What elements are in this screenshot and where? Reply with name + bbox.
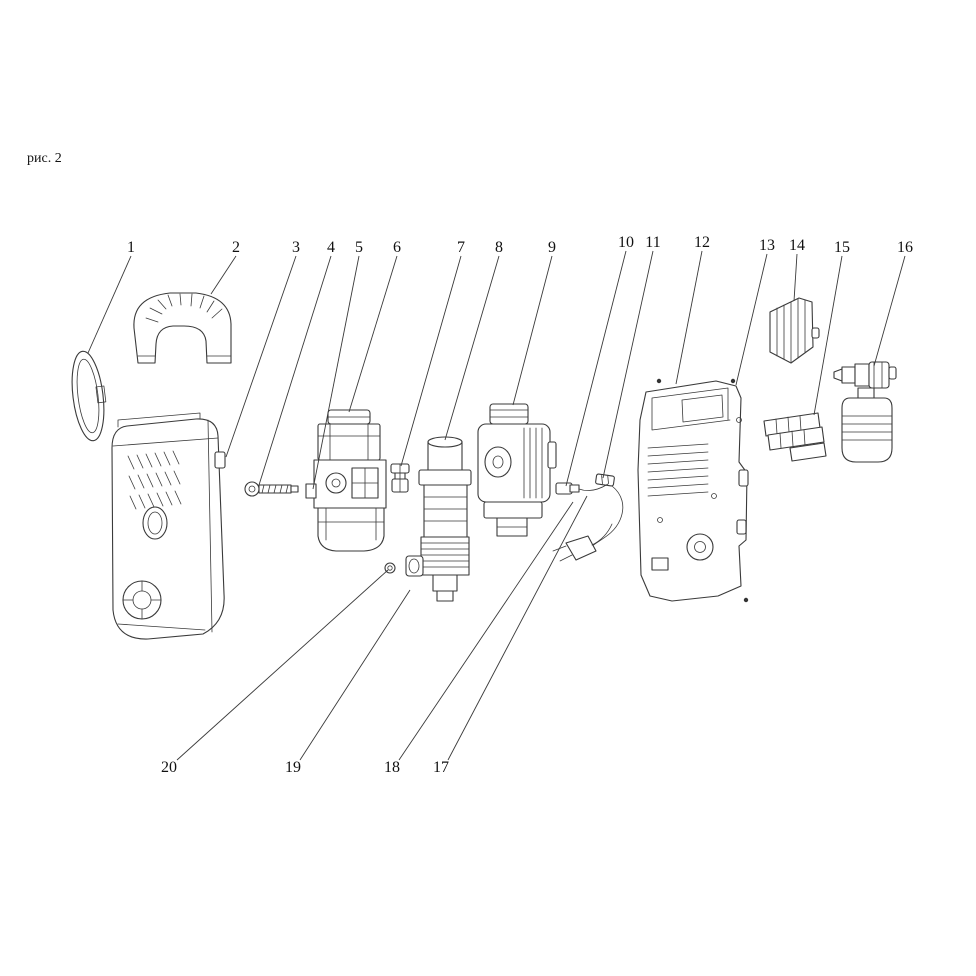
callout-7: 7 [457,239,465,256]
callout-4: 4 [327,239,335,256]
part-12-13-body-rear [637,378,749,603]
callout-8: 8 [495,239,503,256]
callout-14: 14 [789,237,805,254]
callout-13: 13 [759,237,775,254]
callout-20: 20 [161,759,177,776]
callout-18: 18 [384,759,400,776]
callout-6: 6 [393,239,401,256]
callout-1: 1 [127,239,135,256]
callout-15: 15 [834,239,850,256]
part-16-foam-bottle [833,361,897,463]
part-main-body-front [111,412,226,640]
part-5-6-motor-bracket [305,409,387,552]
part-15-nozzle-strips [763,412,827,462]
callout-12: 12 [694,234,710,251]
part-10-11-power-cord [552,473,624,562]
part-7-coupling [390,463,410,493]
callout-3: 3 [292,239,300,256]
figure-label: рис. 2 [27,151,62,166]
callout-9: 9 [548,239,556,256]
callout-2: 2 [232,239,240,256]
callout-11: 11 [645,234,660,251]
callout-10: 10 [618,234,634,251]
callout-17: 17 [433,759,449,776]
callout-5: 5 [355,239,363,256]
callout-numbers: 1 2 3 4 5 6 7 8 9 10 11 12 13 14 15 16 1… [127,234,913,776]
part-14-nozzle-holder [769,297,820,364]
part-1-side-cover [71,350,107,442]
leader-lines [87,250,906,761]
callout-19: 19 [285,759,301,776]
part-2-handle [133,292,232,364]
callout-16: 16 [897,239,913,256]
part-8-pump [405,436,472,602]
part-4-screw [244,481,299,497]
part-9-motor [477,403,557,537]
